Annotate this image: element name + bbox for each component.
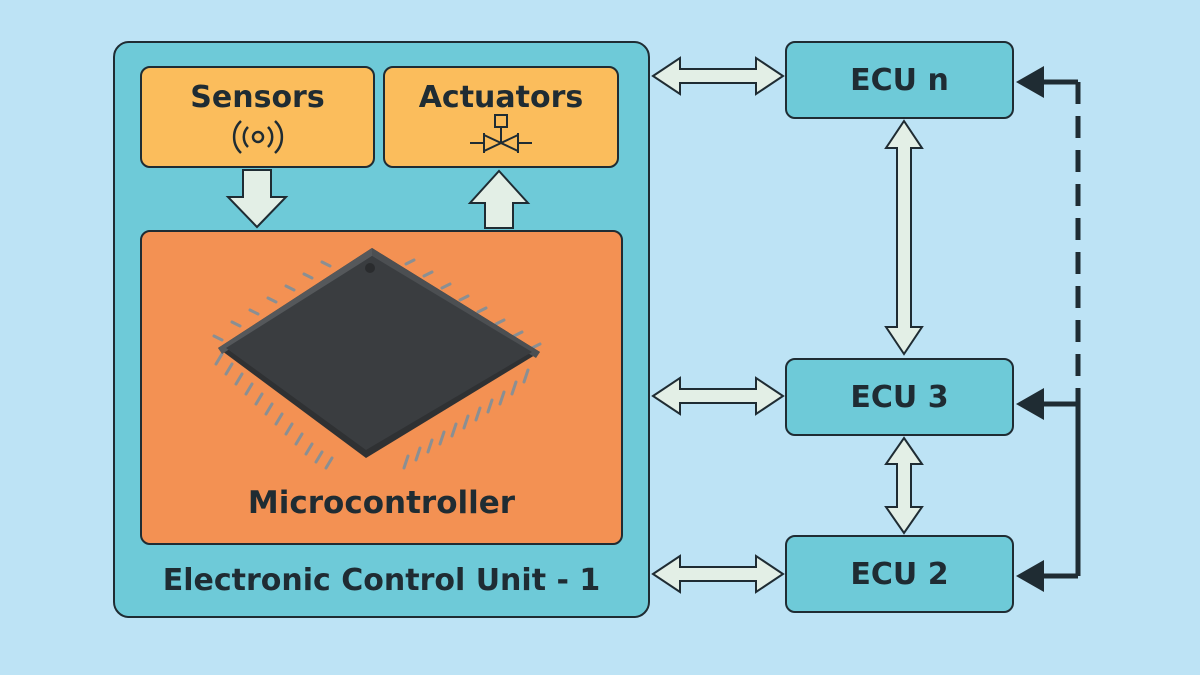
microcontroller-box: Microcontroller	[140, 230, 623, 545]
sensors-label: Sensors	[190, 80, 325, 115]
ecu-2-box: ECU 2	[785, 535, 1014, 613]
ecu-3-box: ECU 3	[785, 358, 1014, 436]
ecu-2-label: ECU 2	[850, 556, 949, 592]
ecu1-ecu3-arrow	[651, 376, 785, 416]
bus-arrowhead-ecu2	[1016, 560, 1044, 592]
ecu1-ecun-arrow	[651, 56, 785, 96]
ecu-n-label: ECU n	[850, 62, 949, 98]
ecu-n-box: ECU n	[785, 41, 1014, 119]
ecun-ecu3-arrow	[884, 119, 924, 356]
chip-icon	[212, 248, 542, 470]
valve-actuator-icon	[470, 114, 532, 153]
bus-arrowhead-ecun	[1016, 66, 1044, 98]
sensors-box: Sensors	[140, 66, 375, 168]
actuators-label: Actuators	[418, 80, 584, 115]
ecu-3-label: ECU 3	[850, 379, 949, 415]
radio-signal-icon	[232, 120, 283, 154]
actuators-box: Actuators	[383, 66, 619, 168]
ecu3-ecu2-arrow	[884, 436, 924, 535]
bus-arrowhead-ecu3	[1016, 388, 1044, 420]
ecu-1-label: Electronic Control Unit - 1	[162, 563, 601, 598]
microcontroller-label: Microcontroller	[247, 485, 516, 521]
ecu1-ecu2-arrow	[651, 554, 785, 594]
